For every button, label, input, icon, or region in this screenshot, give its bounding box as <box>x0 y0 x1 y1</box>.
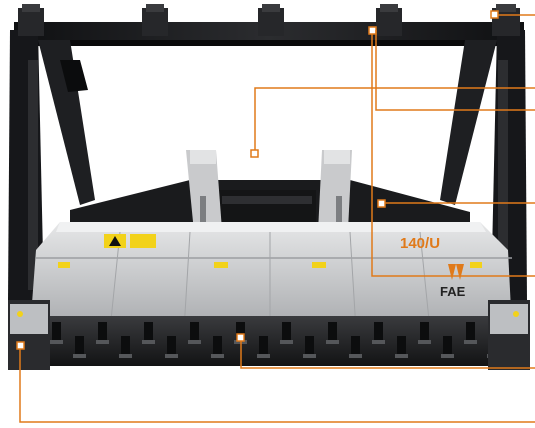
rotor-tooth-tip <box>211 354 224 358</box>
rotor-tooth <box>144 322 153 342</box>
warning-decal <box>470 262 482 268</box>
rotor-tooth-tip <box>188 340 201 344</box>
rotor-tooth-tip <box>372 340 385 344</box>
rotor-tooth-tip <box>349 354 362 358</box>
hitch-bracket <box>376 4 402 36</box>
warning-decal <box>130 234 156 248</box>
warning-decal <box>58 262 70 268</box>
rotor-tooth-tip <box>142 340 155 344</box>
warning-decal <box>214 262 228 268</box>
callout-rotor <box>236 333 535 369</box>
left-skid <box>8 300 50 370</box>
rotor-tooth <box>167 336 176 356</box>
rotor-tooth-tip <box>464 340 477 344</box>
model-label: 140/U <box>400 235 440 252</box>
rotor-tooth <box>351 336 360 356</box>
rotor-tooth <box>443 336 452 356</box>
hitch-bracket <box>258 4 284 36</box>
rotor-tooth-tip <box>395 354 408 358</box>
rotor-tooth-tip <box>418 340 431 344</box>
rotor-tooth-tip <box>257 354 270 358</box>
rotor-tooth-tip <box>73 354 86 358</box>
rotor-tooth <box>420 322 429 342</box>
rotor-tooth <box>282 322 291 342</box>
rotor-tooth <box>190 322 199 342</box>
rotor-tooth <box>397 336 406 356</box>
left-a-frame <box>8 30 95 300</box>
rotor-housing <box>30 222 512 331</box>
rotor-tooth <box>75 336 84 356</box>
hitch-brackets <box>18 4 520 36</box>
warning-labels <box>58 234 482 268</box>
hitch-bracket <box>492 4 520 36</box>
rotor-tooth <box>121 336 130 356</box>
fae-logo: FAE <box>440 264 466 299</box>
brand-label: FAE <box>440 284 466 299</box>
rotor-tooth-tip <box>326 340 339 344</box>
rotor-tooth-tip <box>280 340 293 344</box>
callout-hydraulic-motor <box>375 30 535 111</box>
rotor-tooth <box>466 322 475 342</box>
hitch-bracket <box>18 4 44 36</box>
rotor-tooth <box>213 336 222 356</box>
rotor-tooth-tip <box>303 354 316 358</box>
callout-hood-top <box>250 87 535 158</box>
rotor-tooth-tip <box>165 354 178 358</box>
rotor-tooth-tip <box>96 340 109 344</box>
callout-top-right-hitch <box>490 10 535 19</box>
rotor-tooth-tip <box>119 354 132 358</box>
rotor-tooth <box>305 336 314 356</box>
warning-triangle-icon <box>109 236 121 246</box>
rotor-tooth <box>98 322 107 342</box>
right-a-frame <box>440 30 527 300</box>
rotor-tooth <box>259 336 268 356</box>
callouts <box>16 10 535 423</box>
rotor-tooth <box>52 322 61 342</box>
rotor-tooth-tip <box>50 340 63 344</box>
callout-push-frame <box>377 199 535 208</box>
rotor-tooth <box>236 322 245 342</box>
push-frame-arms <box>186 150 352 256</box>
rotor-tooth-tip <box>441 354 454 358</box>
warning-decal <box>312 262 326 268</box>
right-skid <box>488 300 530 370</box>
callout-skid <box>16 341 535 423</box>
hitch-bracket <box>142 4 168 36</box>
rotor <box>40 316 510 366</box>
rotor-tooth <box>328 322 337 342</box>
rotor-tooth <box>374 322 383 342</box>
